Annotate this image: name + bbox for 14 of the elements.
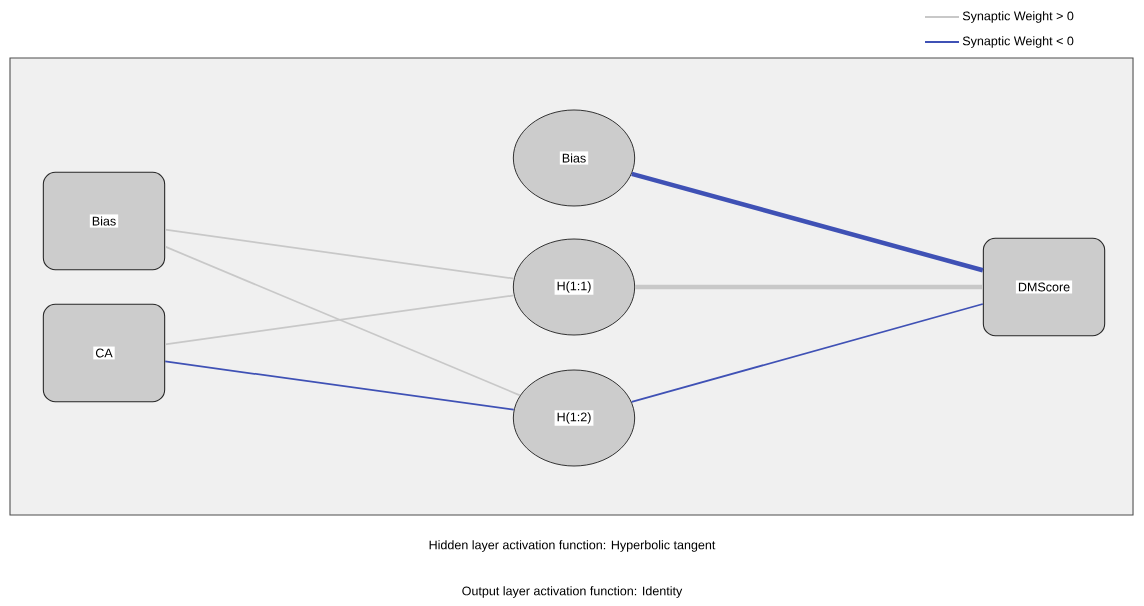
legend-text: Synaptic Weight < 0: [962, 36, 1074, 48]
connection-line: [630, 303, 984, 403]
connection-line: [164, 245, 521, 397]
legend-text: Synaptic Weight > 0: [962, 11, 1074, 23]
caption: Output layer activation function: Identity: [462, 586, 683, 598]
input-box: Bias: [42, 171, 166, 271]
connection-line: [631, 171, 984, 273]
connection-line: [164, 360, 515, 411]
connection-line: [164, 228, 515, 280]
connection-line: [635, 284, 983, 290]
connection-line: [164, 294, 515, 346]
caption: Hidden layer activation function: Hyperbolic tangent: [429, 540, 716, 552]
output-box: DMScore: [982, 237, 1106, 337]
input-box: CA: [42, 303, 166, 403]
